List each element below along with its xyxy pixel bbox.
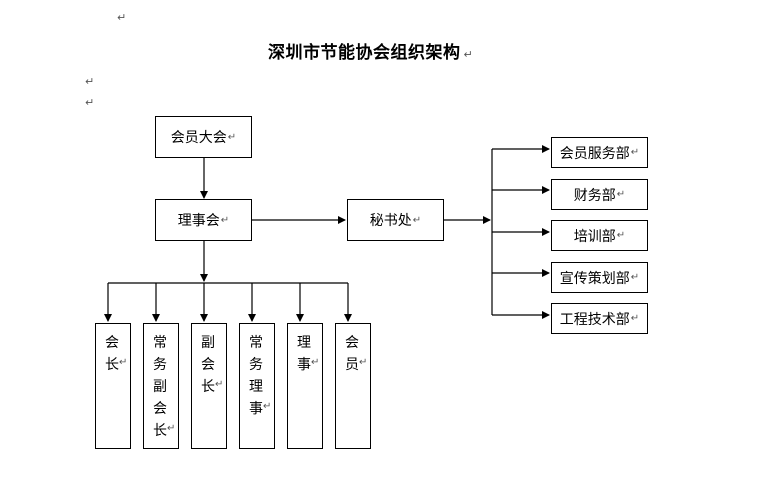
paragraph-mark: ↵ (215, 379, 224, 390)
paragraph-mark: ↵ (630, 313, 640, 324)
paragraph-mark: ↵ (167, 423, 176, 434)
department-label: 会员服务部 (559, 145, 630, 162)
node-label: 会员大会 (170, 130, 227, 146)
node-label: 理事会 (177, 213, 220, 229)
department-label: 工程技术部 (559, 311, 630, 328)
position-label: 会员 (345, 335, 359, 373)
position-box: 常务理事 ↵ (239, 323, 275, 449)
node-council: 理事会↵ (155, 199, 252, 241)
position-box: 理事 ↵ (287, 323, 323, 449)
paragraph-mark: ↵ (630, 147, 640, 158)
paragraph-mark: ↵ (117, 11, 127, 24)
paragraph-mark: ↵ (85, 75, 95, 88)
position-label: 理事 (297, 335, 311, 373)
position-label: 会长 (105, 335, 119, 373)
department-box: 培训部↵ (551, 220, 648, 251)
paragraph-mark: ↵ (412, 214, 422, 226)
paragraph-mark: ↵ (263, 401, 272, 412)
department-box: 财务部↵ (551, 179, 648, 210)
paragraph-mark: ↵ (85, 96, 95, 109)
paragraph-mark: ↵ (119, 357, 128, 368)
paragraph-mark: ↵ (227, 131, 237, 143)
position-label: 常务副会长 (153, 335, 167, 439)
node-label: 秘书处 (369, 213, 412, 229)
paragraph-mark: ↵ (220, 214, 230, 226)
paragraph-mark: ↵ (616, 189, 626, 200)
department-label: 宣传策划部 (559, 270, 630, 287)
diagram-title: 深圳市节能协会组织架构↵ (268, 38, 488, 63)
position-label: 常务理事 (249, 335, 263, 417)
department-box: 工程技术部↵ (551, 303, 648, 334)
department-label: 财务部 (573, 187, 616, 204)
position-box: 会员 ↵ (335, 323, 371, 449)
node-secretariat: 秘书处↵ (347, 199, 444, 241)
department-box: 会员服务部↵ (551, 137, 648, 168)
position-box: 常务副会长 ↵ (143, 323, 179, 449)
position-box: 会长 ↵ (95, 323, 131, 449)
position-box: 副会长 ↵ (191, 323, 227, 449)
paragraph-mark: ↵ (463, 48, 474, 61)
paragraph-mark: ↵ (630, 272, 640, 283)
paragraph-mark: ↵ (311, 357, 320, 368)
department-label: 培训部 (573, 228, 616, 245)
node-general-assembly: 会员大会↵ (155, 116, 252, 158)
paragraph-mark: ↵ (359, 357, 368, 368)
position-label: 副会长 (201, 335, 215, 395)
paragraph-mark: ↵ (616, 230, 626, 241)
department-box: 宣传策划部↵ (551, 262, 648, 293)
title-text: 深圳市节能协会组织架构 (268, 43, 461, 63)
